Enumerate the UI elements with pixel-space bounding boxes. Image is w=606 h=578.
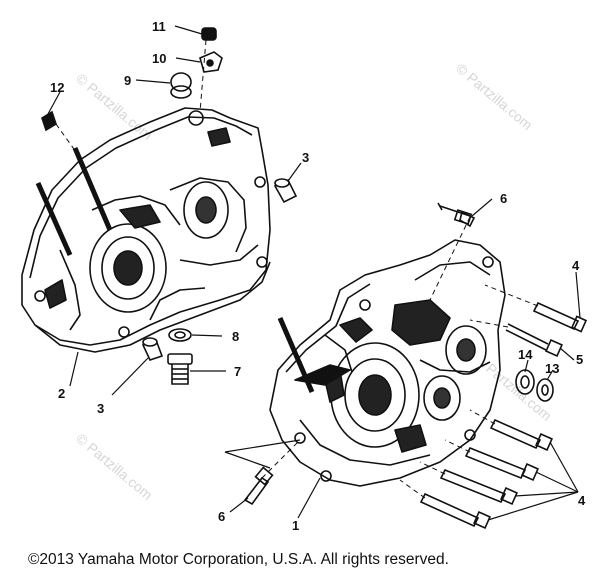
callout-13: 13 — [545, 361, 559, 376]
callout-5: 5 — [576, 352, 583, 367]
left-crankcase-half — [21, 107, 271, 353]
callout-6-upper: 6 — [500, 191, 507, 206]
callout-7: 7 — [234, 364, 241, 379]
callout-9: 9 — [124, 73, 131, 88]
callout-2: 2 — [58, 386, 65, 401]
callout-labels: 11 10 9 12 3 2 8 7 3 6 4 5 14 13 4 6 1 — [50, 19, 586, 533]
copyright-notice: ©2013 Yamaha Motor Corporation, U.S.A. A… — [28, 551, 449, 568]
leader-lines — [47, 25, 581, 521]
callout-4-upper: 4 — [572, 258, 580, 273]
callout-12: 12 — [50, 80, 64, 95]
fasteners-right — [55, 39, 588, 529]
callout-4-lower: 4 — [578, 493, 586, 508]
watermark-bottom-left: © Partzilla.com — [73, 430, 156, 503]
callout-8: 8 — [232, 329, 239, 344]
right-crankcase-half — [269, 239, 506, 487]
callout-3-upper: 3 — [302, 150, 309, 165]
callout-11: 11 — [152, 19, 166, 34]
callout-6-lower: 6 — [218, 509, 225, 524]
watermark-top-right: © Partzilla.com — [453, 60, 536, 133]
callout-14: 14 — [518, 347, 533, 362]
callout-1: 1 — [292, 518, 299, 533]
callout-10: 10 — [152, 51, 166, 66]
callout-3-lower: 3 — [97, 401, 104, 416]
